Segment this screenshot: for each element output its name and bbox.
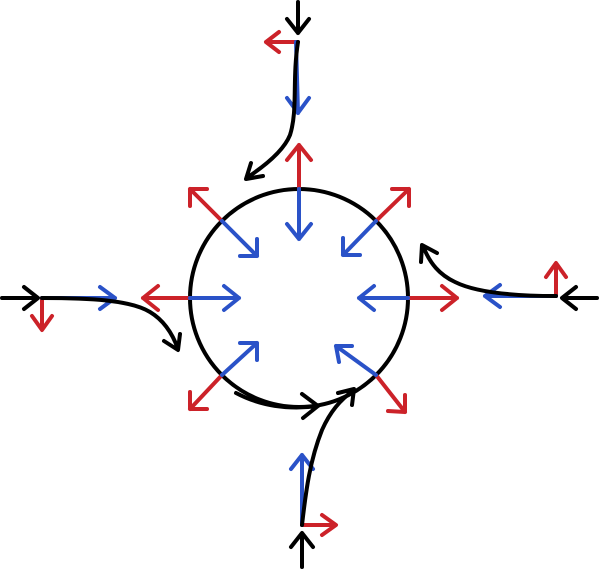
- blue-inward-arrow: [285, 187, 313, 241]
- black-curve-arrow: [244, 40, 300, 181]
- red-side-arrow: [264, 30, 300, 54]
- black-incoming-arrow: [289, 531, 315, 569]
- red-outward-arrow: [188, 187, 224, 223]
- red-outward-arrow: [188, 373, 224, 411]
- radial-pair-right: [357, 284, 459, 312]
- radial-pair-top: [285, 143, 313, 241]
- red-outward-arrow: [374, 187, 411, 223]
- blue-inward-arrow: [220, 341, 259, 377]
- radial-pair-bottom-left: [188, 341, 259, 411]
- red-side-arrow: [544, 261, 568, 298]
- radial-pair-top-left: [188, 187, 259, 258]
- black-curve-arrow: [40, 296, 182, 352]
- arm-left: [0, 285, 182, 352]
- red-outward-arrow: [285, 143, 313, 191]
- arm-top: [244, 0, 311, 181]
- blue-inward-arrow: [357, 284, 410, 312]
- blue-inward-arrow: [188, 284, 241, 312]
- black-curve-arrow: [300, 387, 356, 527]
- blue-inward-arrow: [334, 344, 378, 377]
- arm-right: [419, 243, 599, 311]
- red-side-arrow: [30, 296, 54, 332]
- radial-pair-left: [141, 284, 241, 312]
- radial-pair-bottom-right: [334, 344, 407, 414]
- red-outward-arrow: [406, 284, 459, 312]
- black-incoming-arrow: [0, 285, 40, 311]
- blue-inward-arrow: [341, 219, 378, 257]
- red-side-arrow: [300, 513, 338, 537]
- radial-pair-top-right: [341, 187, 411, 257]
- circulation-arrow: [234, 391, 320, 420]
- red-outward-arrow: [374, 373, 407, 414]
- arm-bottom: [289, 387, 356, 569]
- blue-inward-arrow: [220, 219, 259, 258]
- red-outward-arrow: [141, 284, 192, 312]
- black-curve-arrow: [419, 243, 558, 298]
- black-incoming-arrow: [560, 285, 599, 311]
- black-incoming-arrow: [285, 0, 311, 35]
